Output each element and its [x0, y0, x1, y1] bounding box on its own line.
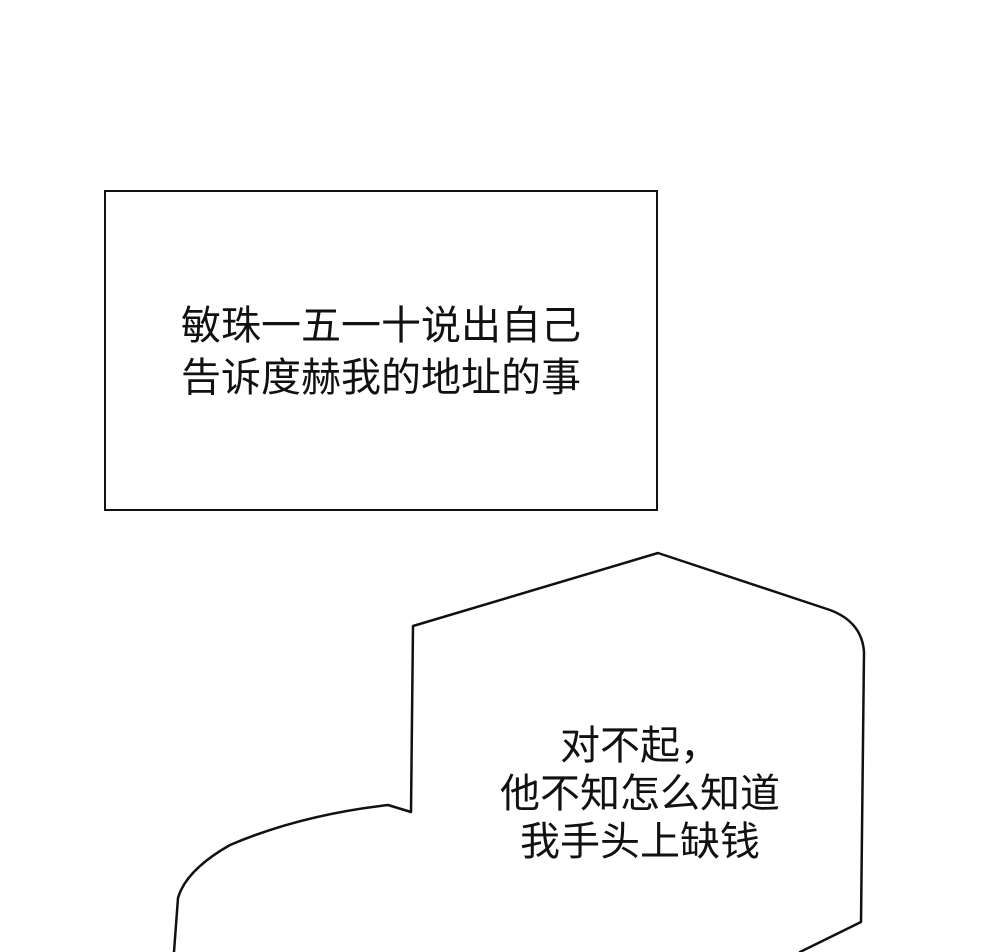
speech-bubble-shape	[172, 551, 866, 952]
speech-bubble-text: 对不起， 他不知怎么知道 我手头上缺钱	[440, 722, 840, 866]
bubble-line-1: 对不起，	[560, 723, 720, 769]
narration-line-1: 敏珠一五一十说出自己	[181, 303, 581, 349]
bubble-line-2: 他不知怎么知道	[500, 771, 780, 817]
narration-box: 敏珠一五一十说出自己 告诉度赫我的地址的事	[104, 190, 658, 511]
bubble-line-3: 我手头上缺钱	[520, 819, 760, 865]
narration-text: 敏珠一五一十说出自己 告诉度赫我的地址的事	[106, 300, 656, 404]
narration-line-2: 告诉度赫我的地址的事	[181, 355, 581, 401]
